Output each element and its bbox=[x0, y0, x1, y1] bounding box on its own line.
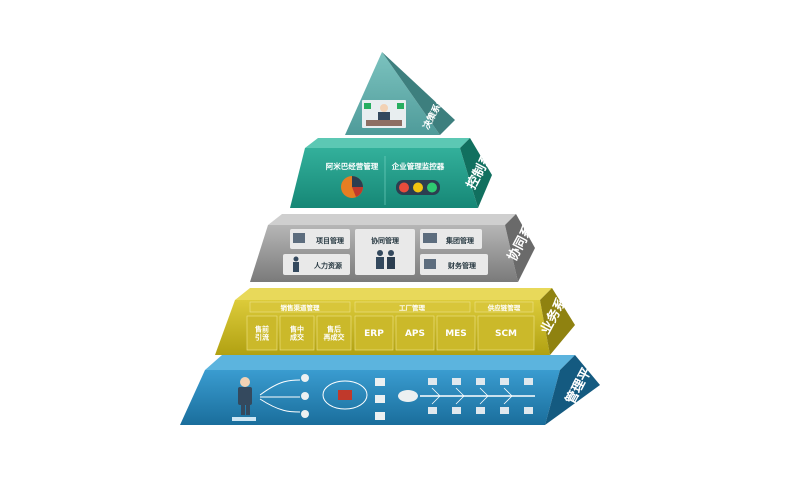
server-icon bbox=[375, 395, 385, 403]
group-header-factory-label: 工厂管理 bbox=[399, 303, 426, 312]
control-front bbox=[290, 148, 478, 208]
person-head-icon bbox=[240, 377, 250, 387]
server-icon bbox=[375, 412, 385, 420]
collab-cell-finance-label: 财务管理 bbox=[447, 261, 476, 270]
business-cell bbox=[354, 315, 394, 351]
business-cell bbox=[477, 315, 535, 351]
business-cell bbox=[316, 315, 352, 351]
factory-icon bbox=[500, 407, 509, 414]
control-top bbox=[305, 138, 470, 148]
control-side bbox=[460, 138, 492, 208]
control-item-amoeba: 阿米巴经营管理 bbox=[326, 161, 379, 171]
platform-illustration bbox=[232, 374, 535, 421]
finance-icon bbox=[424, 259, 436, 269]
top-side bbox=[382, 52, 455, 135]
collab-side bbox=[505, 214, 535, 282]
business-top bbox=[235, 288, 552, 300]
group-header-supply bbox=[474, 301, 534, 313]
business-cell-label: MES bbox=[445, 329, 467, 339]
group-header-sales-label: 销售渠道管理 bbox=[281, 303, 321, 312]
business-cell bbox=[246, 315, 278, 351]
handshake-icon bbox=[377, 250, 383, 256]
business-cell-label: 售前引流 bbox=[255, 324, 269, 341]
traffic-light-icon bbox=[396, 180, 440, 195]
meeting-icon bbox=[293, 233, 305, 243]
layer-platform: 管理平台 bbox=[180, 353, 601, 425]
group-header-sales bbox=[249, 301, 351, 313]
business-cell-label: ERP bbox=[364, 329, 384, 339]
server-icon bbox=[375, 378, 385, 386]
factory-icon bbox=[524, 407, 533, 414]
platform-side bbox=[545, 355, 600, 425]
desk-icon bbox=[366, 120, 402, 126]
layer-control: 控制系统 阿米巴经营管理 企业管理监控器 bbox=[290, 138, 502, 208]
business-cell bbox=[436, 315, 476, 351]
person-head-icon bbox=[380, 104, 388, 112]
person-icon bbox=[293, 256, 299, 262]
monitor-icon bbox=[423, 233, 437, 243]
platform-top bbox=[205, 355, 575, 370]
layer-top: 决策系统 bbox=[345, 52, 455, 135]
factory-icon bbox=[524, 378, 533, 385]
control-item-monitor: 企业管理监控器 bbox=[391, 161, 445, 171]
factory-icon bbox=[476, 378, 485, 385]
store-icon bbox=[338, 390, 352, 400]
plant-icon bbox=[397, 103, 404, 109]
business-cell-label: 售后再成交 bbox=[324, 324, 346, 341]
user-icon bbox=[301, 392, 309, 400]
business-cell-label: 售中成交 bbox=[290, 324, 305, 341]
group-header-factory bbox=[354, 301, 471, 313]
building-icon bbox=[452, 378, 461, 385]
business-cell-label: SCM bbox=[495, 329, 517, 339]
user-icon bbox=[301, 410, 309, 418]
user-icon bbox=[301, 374, 309, 382]
building-icon bbox=[452, 407, 461, 414]
business-cells: 售前引流 售中成交 售后再成交 ERP APS MES SCM bbox=[246, 315, 535, 351]
collab-top bbox=[268, 214, 516, 225]
factory-icon bbox=[500, 378, 509, 385]
person-body-icon bbox=[238, 387, 252, 405]
collab-cell-project-label: 项目管理 bbox=[316, 236, 344, 245]
business-side bbox=[540, 288, 575, 355]
collab-cell-coop bbox=[355, 229, 415, 275]
building-icon bbox=[428, 407, 437, 414]
collab-cell-group-label: 集团管理 bbox=[445, 236, 474, 245]
plant-icon bbox=[364, 103, 371, 109]
business-cell-label: APS bbox=[405, 329, 425, 339]
business-cell bbox=[395, 315, 435, 351]
business-cell bbox=[279, 315, 315, 351]
group-header-supply-label: 供应链管理 bbox=[487, 303, 521, 312]
layer-collab: 协同系统 项目管理 协同管理 集团管理 人力资源 财务管理 bbox=[250, 210, 543, 282]
building-icon bbox=[428, 378, 437, 385]
collab-cell-coop-label: 协同管理 bbox=[371, 236, 399, 245]
collab-cell-hr bbox=[283, 254, 350, 275]
platform-front bbox=[180, 370, 560, 425]
pie-chart-icon bbox=[341, 176, 363, 198]
cloud-icon bbox=[398, 390, 418, 402]
collab-cell-finance bbox=[420, 254, 488, 275]
executive-desk-icon bbox=[362, 100, 406, 128]
factory-icon bbox=[476, 407, 485, 414]
collab-cell-hr-label: 人力资源 bbox=[314, 261, 342, 270]
